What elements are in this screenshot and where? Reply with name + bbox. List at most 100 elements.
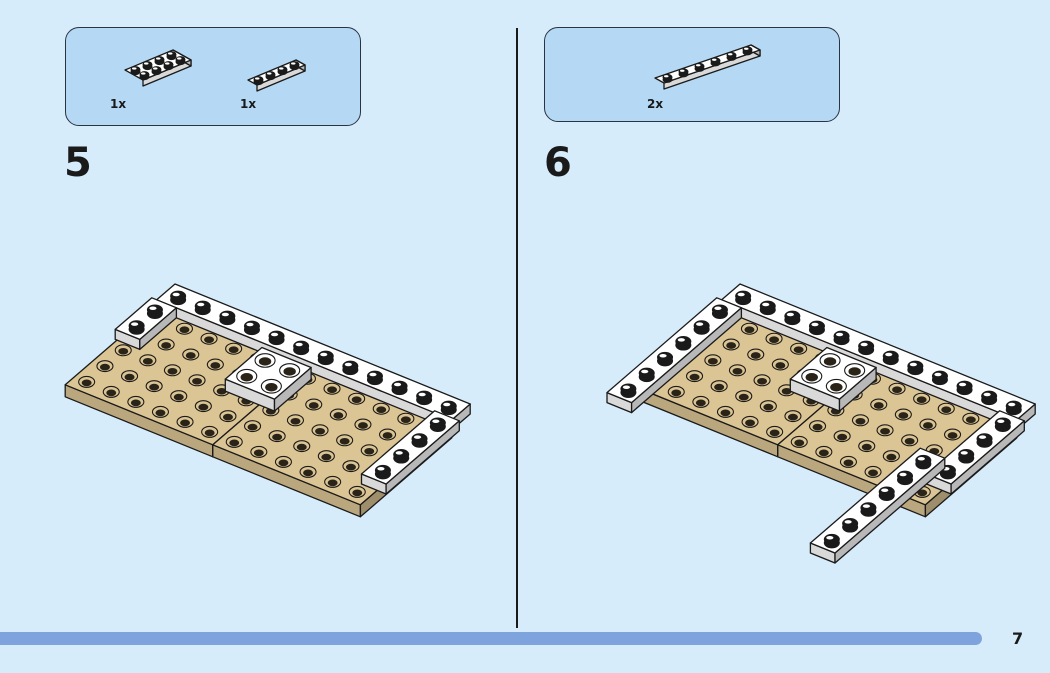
stud-highlight [728, 53, 733, 56]
stud-hole [922, 422, 933, 429]
stud-hole [333, 412, 344, 419]
stud-highlight [443, 402, 451, 407]
stud [858, 340, 875, 352]
step-number: 6 [544, 140, 572, 186]
stud [268, 330, 285, 342]
stud-hole [868, 469, 879, 477]
stud-highlight [744, 47, 749, 50]
stud-highlight [279, 67, 284, 70]
stud-hole [382, 432, 393, 439]
stud-hole [118, 347, 129, 355]
stud [166, 51, 177, 58]
stud-hole [848, 367, 861, 376]
stud-hole [130, 399, 141, 407]
stud-highlight [149, 306, 157, 311]
stud-hole [707, 357, 718, 365]
stud-highlight [267, 72, 272, 75]
stud-hole [400, 416, 411, 424]
stud [882, 350, 899, 362]
stud [393, 449, 410, 460]
stud-hole [142, 357, 153, 365]
stud-hole [861, 443, 872, 451]
stud-highlight [811, 322, 819, 327]
stud-highlight [270, 332, 279, 337]
stud-highlight [934, 372, 942, 377]
stud [735, 290, 752, 302]
stud [662, 73, 673, 81]
stud [374, 464, 391, 476]
stud [170, 290, 187, 302]
stud-highlight [696, 322, 704, 326]
white-plate-front-arm [809, 447, 946, 564]
stud [317, 350, 334, 362]
stud-highlight [680, 69, 685, 72]
stud-hole [173, 393, 184, 401]
stud-hole [916, 396, 927, 404]
part-plate-1x4 [247, 59, 306, 92]
stud [981, 390, 998, 402]
stud-hole [283, 367, 296, 376]
stud-highlight [320, 352, 328, 357]
stud [842, 518, 859, 529]
stud-highlight [418, 392, 426, 397]
stud-hole [278, 459, 289, 467]
stud-hole [892, 386, 903, 394]
stud [411, 433, 428, 445]
stud-highlight [295, 342, 303, 347]
stud [710, 57, 721, 65]
stud-hole [886, 453, 897, 461]
stud-highlight [221, 312, 229, 317]
stud-hole [812, 423, 823, 431]
stud-hole [376, 406, 387, 414]
stud [265, 71, 276, 78]
stud-highlight [291, 62, 296, 65]
stud-hole [794, 439, 805, 447]
stud-hole [352, 489, 363, 497]
stud-highlight [659, 353, 667, 358]
part-count: 1x [110, 97, 127, 111]
stud-hole [265, 383, 278, 392]
stud-hole [941, 406, 952, 414]
stud-highlight [844, 520, 852, 524]
white-plate-left [114, 297, 178, 351]
stud-highlight [255, 77, 260, 80]
stud [726, 51, 737, 59]
stud-hole [339, 437, 350, 445]
stud [416, 390, 433, 402]
stud-hole [272, 433, 283, 441]
stud-highlight [393, 382, 402, 387]
stud-hole [720, 409, 731, 417]
stud-highlight [664, 75, 669, 78]
stud-highlight [246, 322, 254, 327]
stud [175, 56, 186, 63]
stud [194, 300, 211, 312]
stud-hole [714, 383, 725, 391]
stud-highlight [762, 302, 770, 307]
stud-hole [327, 386, 338, 394]
stud [130, 66, 141, 73]
plate-top [789, 346, 877, 400]
stud [693, 320, 710, 332]
white-plate-2x2 [224, 346, 312, 412]
stud [784, 310, 801, 322]
stud-highlight [860, 342, 868, 347]
stud-hole [321, 453, 332, 461]
stud [366, 370, 383, 382]
stud-hole [247, 423, 258, 431]
step-divider [516, 28, 518, 628]
stud-hole [898, 412, 909, 419]
stud [958, 449, 975, 460]
part-plate-2x4 [124, 49, 192, 87]
stud-hole [830, 383, 843, 392]
stud [742, 46, 753, 54]
stud-highlight [983, 392, 991, 397]
stud-hole [296, 443, 307, 451]
stud [638, 367, 655, 379]
progress-bar [0, 632, 982, 645]
plate-top [224, 346, 312, 400]
stud-hole [823, 357, 837, 366]
stud [657, 351, 674, 363]
stud-highlight [917, 456, 925, 461]
stud-hole [769, 336, 780, 344]
